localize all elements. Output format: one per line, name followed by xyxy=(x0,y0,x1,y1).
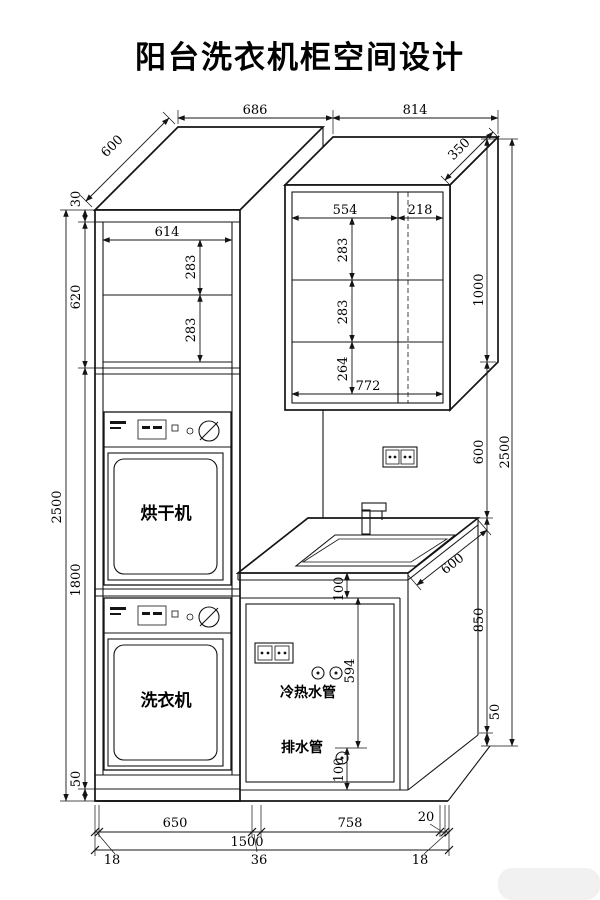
pipes-label: 冷热水管 xyxy=(280,684,336,701)
pipe-icon xyxy=(311,666,325,680)
wall-cabinet-front xyxy=(284,184,451,411)
page-title: 阳台洗衣机柜空间设计 xyxy=(135,40,465,76)
dryer-door xyxy=(107,452,224,581)
left-cabinet: 烘干机 洗衣机 xyxy=(92,126,326,802)
watermark-area xyxy=(498,868,600,900)
washer-door-frame xyxy=(113,644,218,761)
dim-1500: 1500 xyxy=(230,835,263,850)
dim-2500-right: 2500 xyxy=(498,435,513,468)
washer-display xyxy=(137,605,167,626)
dim-50-right: 50 xyxy=(488,704,503,721)
dim-758: 758 xyxy=(338,816,363,831)
dimensions: 686 814 600 30 620 2500 1800 50 614 283 … xyxy=(50,103,518,868)
sink-cabinet-door xyxy=(245,603,395,783)
sink-base-cabinet xyxy=(240,525,479,791)
dim-620: 620 xyxy=(69,285,84,310)
dim-283-d: 283 xyxy=(336,300,351,325)
dim-36: 36 xyxy=(251,853,268,868)
dim-18-right: 18 xyxy=(412,853,429,868)
washer-knob-icon xyxy=(198,606,220,628)
dim-600-wall: 600 xyxy=(472,440,487,465)
dim-1000: 1000 xyxy=(472,273,487,306)
washer-unit: 洗衣机 xyxy=(103,597,232,771)
dim-850: 850 xyxy=(472,608,487,633)
dim-2500-left: 2500 xyxy=(50,490,65,523)
wall-cabinet xyxy=(282,134,501,413)
dim-772: 772 xyxy=(356,379,381,394)
dryer-button-icon xyxy=(186,427,194,435)
dim-686: 686 xyxy=(243,103,268,118)
dim-614: 614 xyxy=(155,225,180,240)
dim-283-a: 283 xyxy=(184,255,199,280)
dim-218: 218 xyxy=(408,203,433,218)
cabinet-outlet xyxy=(254,642,294,664)
drain-pipe: 排水管 xyxy=(281,739,349,765)
dryer-display xyxy=(137,419,167,440)
dryer-body xyxy=(103,411,232,586)
pipe-icon xyxy=(329,666,343,680)
washer-button-icon xyxy=(186,613,194,621)
drain-label: 排水管 xyxy=(281,739,323,756)
dim-594: 594 xyxy=(343,659,358,684)
dryer-label: 烘干机 xyxy=(141,503,192,524)
washer-label: 洗衣机 xyxy=(141,690,192,711)
dim-depth-600: 600 xyxy=(98,132,126,160)
dryer-door-frame xyxy=(113,458,218,575)
dim-814: 814 xyxy=(403,103,428,118)
washer-door xyxy=(107,638,224,767)
dryer-unit: 烘干机 xyxy=(103,411,232,586)
dim-264: 264 xyxy=(336,357,351,382)
dryer-knob-icon xyxy=(198,420,220,442)
dim-100-drain: 100 xyxy=(332,758,347,783)
dim-100-counter: 100 xyxy=(332,577,347,602)
faucet xyxy=(361,502,387,535)
washer-body xyxy=(103,597,232,771)
dim-283-c: 283 xyxy=(336,238,351,263)
dim-650: 650 xyxy=(163,816,188,831)
floor xyxy=(95,745,491,802)
dim-20: 20 xyxy=(418,810,435,825)
dim-18-left: 18 xyxy=(104,853,121,868)
dim-30: 30 xyxy=(69,191,84,208)
dim-1800: 1800 xyxy=(69,563,84,596)
wall-outlet xyxy=(382,446,418,468)
dim-600-counter: 600 xyxy=(438,551,467,578)
dim-554: 554 xyxy=(333,203,358,218)
dim-283-b: 283 xyxy=(184,318,199,343)
dim-50-left: 50 xyxy=(69,771,84,788)
hot-cold-pipes: 冷热水管 xyxy=(280,666,343,701)
